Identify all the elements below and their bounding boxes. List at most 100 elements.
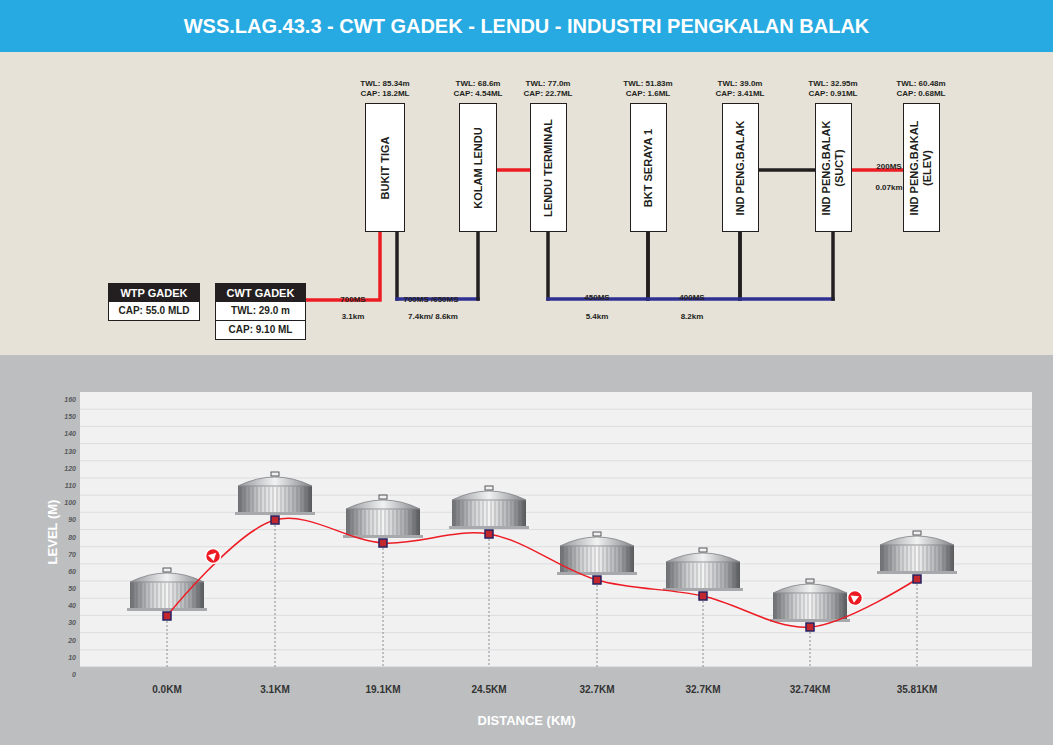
drop-line <box>703 601 704 667</box>
tank-stripe <box>828 594 829 619</box>
tank-stripe <box>887 546 888 571</box>
station-box: CWT GADEKTWL: 29.0 mCAP: 9.10 ML <box>215 283 306 340</box>
tank-railing <box>271 472 279 476</box>
tank-stripe <box>603 547 604 572</box>
tank-stripe <box>709 563 710 588</box>
tank-railing <box>913 531 921 535</box>
tank-stripe <box>693 563 694 588</box>
pipe-size-label: 450MS <box>584 293 609 303</box>
tank-stripe <box>595 547 596 572</box>
tank-stripe <box>365 510 366 535</box>
level-capacity-label: TWL: 77.0m CAP: 22.7ML <box>516 79 580 99</box>
level-marker <box>699 592 707 600</box>
tank-stripe <box>503 501 504 526</box>
axis-line <box>80 667 1032 668</box>
tank-stripe <box>137 583 138 608</box>
axis-tick: 110 <box>65 480 76 489</box>
tank-stripe <box>939 546 940 571</box>
tank-stripe <box>701 563 702 588</box>
tank-stripe <box>277 487 278 512</box>
tank-base <box>235 512 315 515</box>
tank-body <box>452 500 526 526</box>
tank-stripe <box>249 487 250 512</box>
tank-stripe <box>713 563 714 588</box>
pipe-length: 0.07km <box>875 183 902 193</box>
tank-stripe <box>471 501 472 526</box>
tank-railing <box>593 532 601 536</box>
tank-stripe <box>816 594 817 619</box>
tank-stripe <box>591 547 592 572</box>
pipe-connector <box>648 232 740 299</box>
level-marker <box>163 612 171 620</box>
name-block: IND PENG.BALAK (SUCT) <box>820 110 846 225</box>
level-capacity-label: TWL: 51.83m CAP: 1.6ML <box>616 79 680 99</box>
reservoir-name: BUKIT TIGA <box>379 110 392 225</box>
station-detail: CAP: 9.10 ML <box>216 320 305 339</box>
tank-stripe <box>149 583 150 608</box>
tank-stripe <box>495 501 496 526</box>
tank-stripe <box>927 546 928 571</box>
station-detail: CAP: 55.0 MLD <box>109 302 199 320</box>
level-marker <box>593 576 601 584</box>
level-capacity-label: TWL: 60.48m CAP: 0.68ML <box>889 79 953 99</box>
name-block: IND PENG.BALAK <box>734 110 747 225</box>
tank-roof <box>773 584 847 593</box>
tank-stripe <box>681 563 682 588</box>
tank-stripe <box>401 510 402 535</box>
distance-label: 32.7KM <box>685 684 720 696</box>
grid-line <box>80 581 1032 582</box>
drop-line <box>275 525 276 667</box>
tank-stripe <box>417 510 418 535</box>
pipe-connector <box>397 232 478 299</box>
tank-stripe <box>189 583 190 608</box>
reservoir-box: TWL: 85.34m CAP: 18.2MLBUKIT TIGA <box>365 103 405 232</box>
reservoir-name: BKT SERAYA 1 <box>642 110 655 225</box>
tank-stripe <box>261 487 262 512</box>
pipe-line <box>476 232 480 299</box>
tank-stripe <box>943 546 944 571</box>
tank-stripe <box>173 583 174 608</box>
tank-stripe <box>483 501 484 526</box>
tank-stripe <box>832 594 833 619</box>
tank-stripe <box>915 546 916 571</box>
tank-stripe <box>891 546 892 571</box>
tank-stripe <box>241 487 242 512</box>
axis-tick: 80 <box>68 532 76 541</box>
tank-stripe <box>511 501 512 526</box>
pipe-size-label: 400MS <box>679 293 704 303</box>
drop-line <box>383 548 384 667</box>
pipe-line <box>738 232 742 299</box>
level-curve <box>167 518 917 627</box>
level-marker <box>913 575 921 583</box>
tank-stripe <box>285 487 286 512</box>
axis-tick: 120 <box>64 463 76 472</box>
tank-stripe <box>689 563 690 588</box>
reservoir-name: IND PENG.BALAK (SUCT) <box>820 110 846 225</box>
tank-stripe <box>487 501 488 526</box>
pipe-line <box>546 232 550 299</box>
tank-stripe <box>265 487 266 512</box>
tank-body <box>238 486 312 512</box>
tank-stripe <box>911 546 912 571</box>
distance-label: 32.74KM <box>790 684 831 696</box>
distance-label: 35.81KM <box>897 684 938 696</box>
level-capacity-label: TWL: 85.34m CAP: 18.2ML <box>353 79 417 99</box>
name-block: LENDU TERMINAL <box>542 110 555 225</box>
drop-line <box>810 632 811 667</box>
axis-tick: 70 <box>68 549 76 558</box>
tank-stripe <box>951 546 952 571</box>
tank-stripe <box>903 546 904 571</box>
pipe-connector <box>740 232 833 299</box>
pump-arrow <box>208 550 219 561</box>
tank-stripe <box>361 510 362 535</box>
tank-stripe <box>377 510 378 535</box>
tank-base <box>877 571 957 574</box>
grid-line <box>80 409 1032 410</box>
tank-stripe <box>475 501 476 526</box>
tank-railing <box>806 579 814 583</box>
reservoir-box: TWL: 39.0m CAP: 3.41MLIND PENG.BALAK <box>722 103 759 232</box>
tank-stripe <box>788 594 789 619</box>
tank-roof <box>452 491 526 500</box>
pipe-length: 8.2km <box>681 312 704 322</box>
pipe-line <box>759 168 815 172</box>
